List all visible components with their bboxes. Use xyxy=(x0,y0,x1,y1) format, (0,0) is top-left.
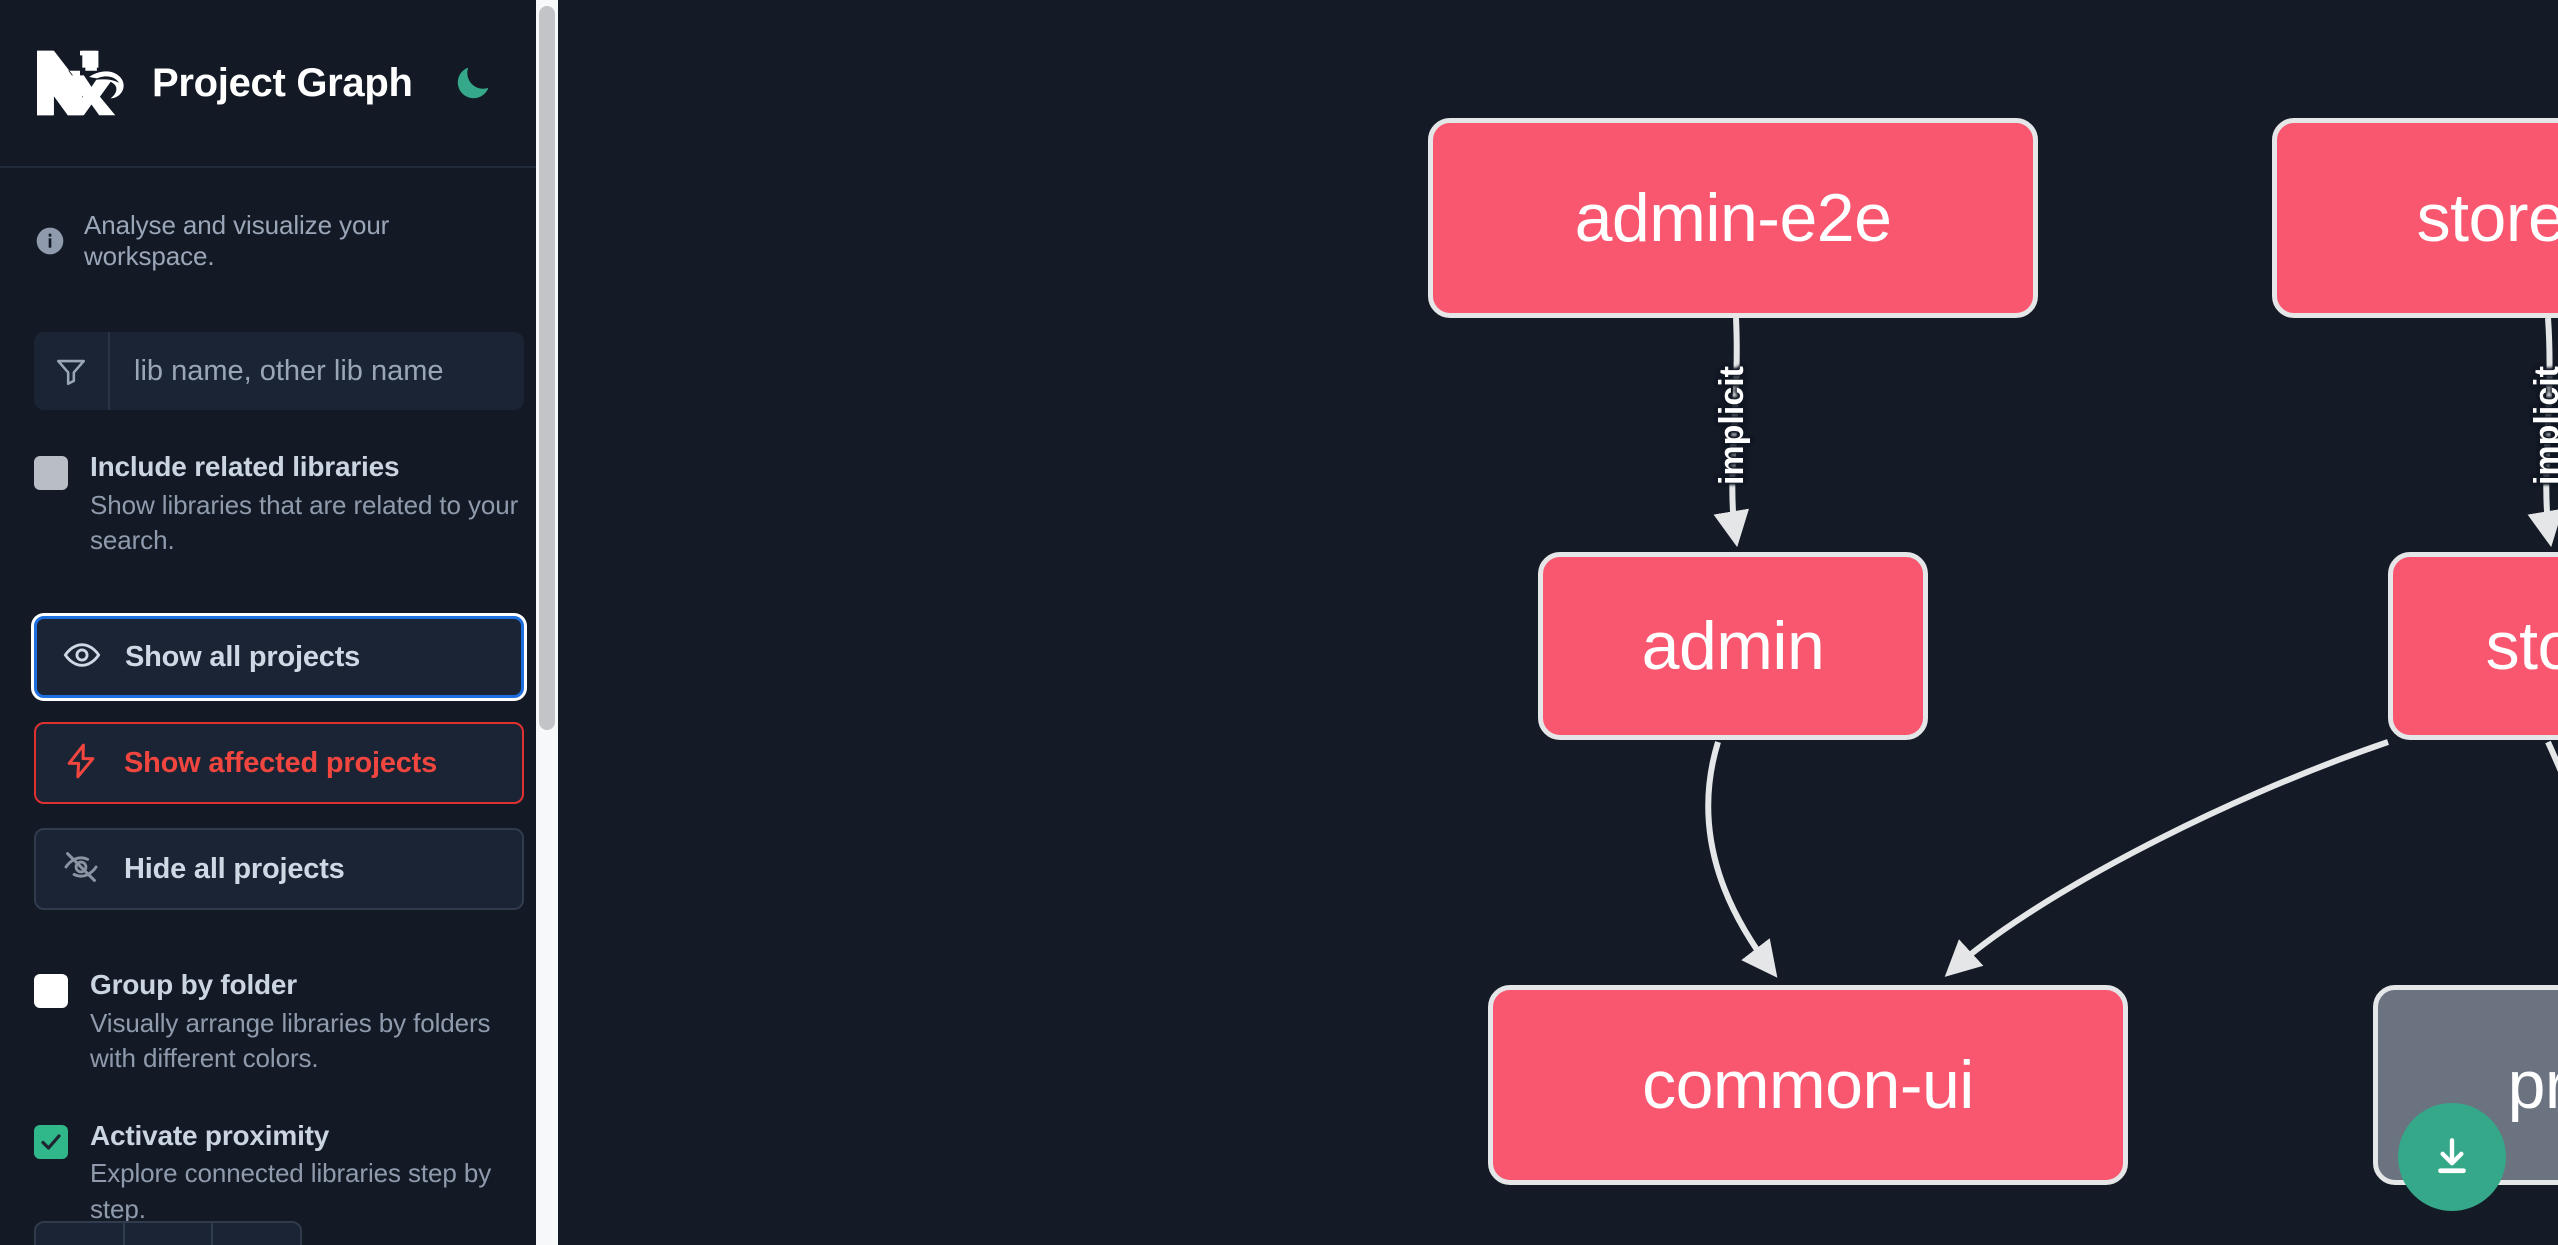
checkbox-label-group-by-folder: Group by folder xyxy=(90,969,298,1001)
checkbox-activate-proximity[interactable] xyxy=(34,1124,68,1159)
page-title: Project Graph xyxy=(152,60,413,105)
proximity-value xyxy=(125,1223,214,1245)
hide-all-projects-button[interactable]: Hide all projects xyxy=(34,828,524,911)
graph-node-label: admin-e2e xyxy=(1574,180,1892,256)
moon-icon[interactable] xyxy=(447,57,499,109)
sidebar-body: Analyse and visualize your workspace. In… xyxy=(0,210,558,1245)
sidebar-header: Project Graph xyxy=(0,0,558,168)
proximity-increase-button[interactable] xyxy=(213,1223,300,1245)
checkbox-row-group-by-folder[interactable]: Group by folder Visually arrange librari… xyxy=(34,968,524,1076)
proximity-stepper-group[interactable] xyxy=(34,1221,302,1245)
graph-edges xyxy=(1705,317,2558,978)
edge-admin-e2e-to-admin xyxy=(1713,317,1750,548)
graph-node-label: admin xyxy=(1641,608,1825,684)
graph-node-label: common-ui xyxy=(1642,1047,1974,1123)
graph-node-store[interactable]: store xyxy=(2388,552,2558,740)
edge-store-to-common-ui xyxy=(1944,739,2389,977)
filter-search-box[interactable] xyxy=(34,332,524,410)
checkbox-label-activate-proximity: Activate proximity xyxy=(90,1119,330,1151)
checkbox-label-include-related-libraries: Include related libraries xyxy=(90,451,400,482)
show-all-projects-button[interactable]: Show all projects xyxy=(34,616,524,699)
graph-node-label: products xyxy=(2507,1047,2558,1123)
edge-admin-to-common-ui xyxy=(1705,741,1778,978)
workspace-info-text: Analyse and visualize your workspace. xyxy=(84,210,390,271)
proximity-decrease-button[interactable] xyxy=(36,1223,125,1245)
download-icon xyxy=(2438,1138,2466,1174)
eye-icon xyxy=(63,636,101,679)
workspace-info: Analyse and visualize your workspace. xyxy=(34,210,524,272)
graph-node-store-e2e[interactable]: store-e2e xyxy=(2272,118,2558,318)
checkbox-row-include-related-libraries[interactable]: Include related libraries Show libraries… xyxy=(34,450,524,558)
sidebar: Project Graph Analyse and visualize your… xyxy=(0,0,558,1245)
filter-funnel-icon xyxy=(34,332,110,410)
graph-node-label: store-e2e xyxy=(2416,180,2558,256)
show-all-projects-label: Show all projects xyxy=(125,640,361,673)
graph-node-admin-e2e[interactable]: admin-e2e xyxy=(1428,118,2038,318)
edge-store-to-products xyxy=(2545,740,2558,773)
lightning-bolt-icon xyxy=(62,742,100,785)
hide-all-projects-label: Hide all projects xyxy=(124,852,345,885)
graph-node-admin[interactable]: admin xyxy=(1538,552,1928,740)
visibility-button-group: Show all projects Show affected projects xyxy=(34,616,524,911)
eye-off-icon xyxy=(62,848,100,891)
checkbox-desc-group-by-folder: Visually arrange libraries by folders wi… xyxy=(90,1007,491,1074)
nx-logo-icon xyxy=(34,46,126,120)
edge-store-e2e-to-store xyxy=(2527,317,2558,548)
checkbox-desc-include-related-libraries: Show libraries that are related to your … xyxy=(90,489,519,555)
checkbox-row-activate-proximity[interactable]: Activate proximity Explore connected lib… xyxy=(34,1119,524,1227)
sidebar-scrollbar[interactable] xyxy=(536,0,558,1245)
graph-node-common-ui[interactable]: common-ui xyxy=(1488,985,2128,1185)
search-input[interactable] xyxy=(110,332,524,410)
checkbox-group-by-folder[interactable] xyxy=(34,974,68,1009)
checkbox-include-related-libraries[interactable] xyxy=(34,456,68,490)
show-affected-projects-button[interactable]: Show affected projects xyxy=(34,722,524,805)
info-circle-icon xyxy=(34,225,66,257)
show-affected-projects-label: Show affected projects xyxy=(124,746,438,779)
graph-node-label: store xyxy=(2485,608,2558,684)
download-button[interactable] xyxy=(2398,1103,2506,1211)
checkbox-desc-activate-proximity: Explore connected libraries step by step… xyxy=(90,1158,492,1224)
project-graph-canvas[interactable]: implicit implicit admin-e2e store-e2e ad… xyxy=(558,0,2558,1245)
sidebar-scrollbar-thumb[interactable] xyxy=(539,6,555,730)
